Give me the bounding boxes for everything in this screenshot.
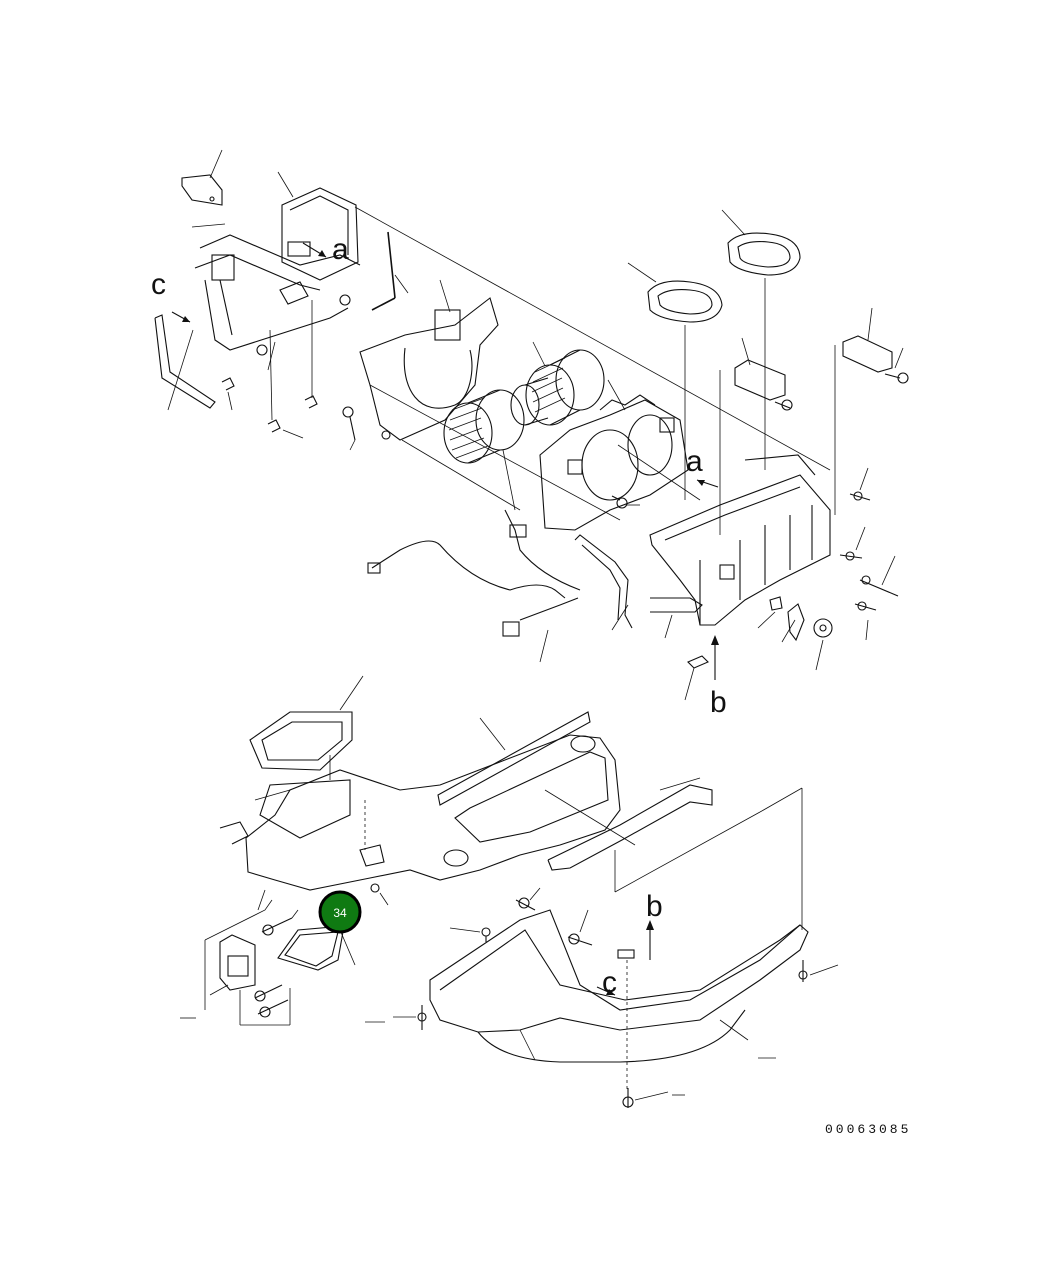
mount-bracket (734, 337, 793, 411)
blower-motor (510, 377, 549, 426)
resistor-unit (204, 899, 273, 1010)
foam-strip (437, 711, 591, 806)
filter-frame (277, 925, 356, 971)
screw (839, 526, 866, 561)
view-label-a: a (332, 233, 349, 266)
view-label-b: b (710, 686, 727, 719)
screw (622, 1088, 685, 1108)
blower-housing-right (539, 379, 689, 531)
screw (611, 495, 640, 509)
callout-34-number[interactable]: 34 (333, 906, 347, 920)
screw (254, 984, 283, 1002)
small-clips (221, 294, 351, 439)
small-hardware (684, 596, 833, 701)
wire-harness (367, 449, 581, 663)
screw (515, 887, 541, 911)
view-arrow-a (696, 479, 719, 488)
screw (849, 467, 871, 501)
foam-ring-gasket (627, 262, 723, 500)
view-arrow-a (302, 242, 327, 258)
upper-duct-housing (191, 171, 361, 351)
evaporator-case (649, 345, 836, 626)
view-label-a: a (686, 445, 703, 478)
screw (449, 927, 491, 942)
lower-tray (429, 909, 809, 1090)
strip-bracket (154, 314, 216, 411)
screw (859, 555, 899, 597)
view-arrow-c (596, 986, 616, 996)
callout-34[interactable]: 34 (318, 890, 362, 934)
support-strip (574, 534, 703, 639)
screw (854, 601, 877, 641)
construction-lines (354, 206, 831, 521)
screw (798, 960, 839, 982)
screw (342, 406, 356, 451)
drawing-number: 00063085 (825, 1122, 911, 1137)
foam-ring-gasket (721, 209, 801, 470)
view-arrow-c (171, 311, 191, 323)
lower-duct (219, 734, 636, 891)
screw (370, 883, 389, 906)
callout-34-badge[interactable] (318, 890, 362, 934)
screw (567, 909, 593, 946)
blower-housing-left (359, 279, 499, 441)
foam-seal-frame (249, 675, 364, 771)
bracket-plate (181, 149, 223, 206)
screw (393, 1005, 427, 1030)
screw (261, 909, 299, 936)
view-arrow-b (646, 920, 654, 960)
rod-pin (371, 231, 409, 311)
view-label-c: c (602, 966, 617, 999)
screw (239, 988, 291, 1026)
view-label-c: c (151, 268, 166, 301)
blower-fan-right (525, 341, 605, 426)
foam-l-strip (547, 777, 803, 930)
mount-bracket (842, 307, 909, 384)
view-label-b: b (646, 890, 663, 923)
view-arrow-b (711, 635, 719, 680)
blower-fan-left (443, 389, 525, 464)
